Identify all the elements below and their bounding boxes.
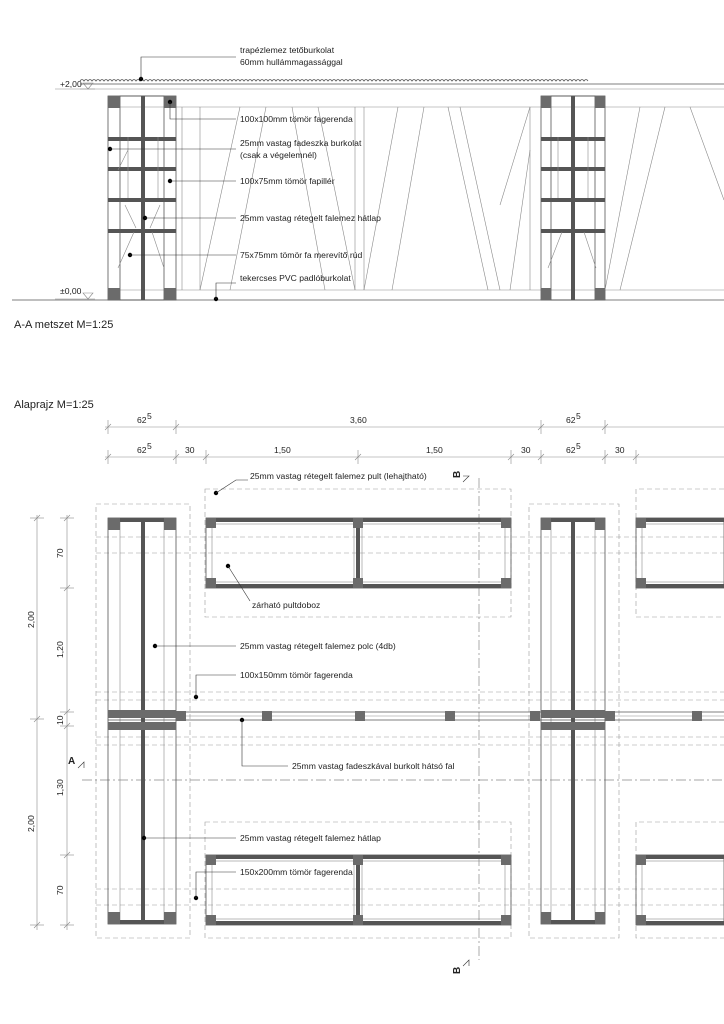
section-annotations: trapézlemez tetőburkolat 60mm hullámmaga… bbox=[107, 45, 381, 302]
dim-left-inner-d: 1,30 bbox=[55, 779, 65, 796]
dim-left-outer-b: 2,00 bbox=[26, 815, 36, 832]
dim-second-2: 30 bbox=[185, 445, 195, 455]
label-counter: 25mm vastag rétegelt falemez pult (lehaj… bbox=[250, 471, 427, 481]
label-back-panel: 25mm vastag rétegelt falemez hátlap bbox=[240, 213, 381, 223]
label-shelf: 25mm vastag rétegelt falemez polc (4db) bbox=[240, 641, 396, 651]
plan-annotations: 25mm vastag rétegelt falemez pult (lehaj… bbox=[141, 471, 454, 901]
plan-left-module bbox=[107, 517, 177, 925]
roof-corrugated-sheet bbox=[79, 79, 589, 82]
dim-top-3-sup: 5 bbox=[576, 411, 581, 421]
dim-second-3: 1,50 bbox=[274, 445, 291, 455]
section-view: +2,00 ±0,00 bbox=[12, 45, 724, 331]
label-beam-plan: 100x150mm tömör fagerenda bbox=[240, 670, 353, 680]
dim-left-inner-a: 70 bbox=[55, 548, 65, 558]
plan-counter-bottom bbox=[205, 854, 512, 926]
section-title: A-A metszet M=1:25 bbox=[14, 319, 113, 331]
plan-right-module bbox=[540, 517, 606, 925]
plan-counter-top-right bbox=[635, 517, 724, 589]
plan-counter-bottom-right bbox=[635, 854, 724, 926]
label-lockbox: zárható pultdoboz bbox=[252, 600, 320, 610]
outline-right-partial bbox=[635, 488, 724, 939]
dim-left-outer-a: 2,00 bbox=[26, 611, 36, 628]
label-roof-line1: trapézlemez tetőburkolat bbox=[240, 45, 335, 55]
dim-top-1: 62 bbox=[137, 415, 147, 425]
dim-second-4: 1,50 bbox=[426, 445, 443, 455]
section-mark-a: A bbox=[68, 756, 75, 767]
dimension-row-second: 62 5 30 1,50 1,50 30 62 5 30 bbox=[104, 441, 724, 464]
plan-view: Alaprajz M=1:25 62 5 3,60 62 5 bbox=[14, 399, 724, 974]
dim-second-1: 62 bbox=[137, 445, 147, 455]
section-truss bbox=[181, 106, 724, 291]
dim-second-6-sup: 5 bbox=[576, 441, 581, 451]
dim-left-inner-b: 1,20 bbox=[55, 641, 65, 658]
dimension-row-top: 62 5 3,60 62 5 bbox=[104, 411, 724, 434]
label-column: 100x75mm tömör fapillér bbox=[240, 176, 335, 186]
plan-counter-top bbox=[205, 517, 512, 589]
dim-second-1-sup: 5 bbox=[147, 441, 152, 451]
section-marker-b-bottom: B bbox=[452, 959, 470, 974]
section-mark-b-bottom: B bbox=[452, 967, 463, 974]
dim-second-6: 62 bbox=[566, 445, 576, 455]
dim-top-1-sup: 5 bbox=[147, 411, 152, 421]
label-brace: 75x75mm tömör fa merevítő rúd bbox=[240, 250, 362, 260]
dim-left-inner-c: 10 bbox=[55, 715, 65, 725]
section-marker-b-top: B bbox=[452, 471, 470, 483]
section-right-module bbox=[540, 95, 606, 301]
dim-top-2: 3,60 bbox=[350, 415, 367, 425]
section-marker-a: A bbox=[68, 756, 85, 769]
outline-right-module bbox=[528, 503, 620, 939]
plan-back-wall bbox=[108, 710, 724, 730]
label-board-line2: (csak a végelemnél) bbox=[240, 150, 317, 160]
section-left-module bbox=[107, 95, 177, 301]
level-bottom-label: ±0,00 bbox=[60, 286, 82, 296]
dimension-left: 2,00 2,00 70 1,20 10 1,30 70 bbox=[26, 514, 74, 930]
section-mark-b-top: B bbox=[452, 471, 463, 478]
label-floor: tekercses PVC padlóburkolat bbox=[240, 273, 351, 283]
dim-second-7: 30 bbox=[615, 445, 625, 455]
level-top-label: +2,00 bbox=[60, 79, 82, 89]
label-beam-top: 100x100mm tömör fagerenda bbox=[240, 114, 353, 124]
dim-second-5: 30 bbox=[521, 445, 531, 455]
dim-left-inner-e: 70 bbox=[55, 885, 65, 895]
label-board-line1: 25mm vastag fadeszka burkolat bbox=[240, 138, 362, 148]
label-back-wall: 25mm vastag fadeszkával burkolt hátsó fa… bbox=[292, 761, 454, 771]
plan-title: Alaprajz M=1:25 bbox=[14, 399, 94, 411]
label-back-panel-plan: 25mm vastag rétegelt falemez hátlap bbox=[240, 833, 381, 843]
label-roof-line2: 60mm hullámmagassággal bbox=[240, 57, 343, 67]
label-beam-large: 150x200mm tömör fagerenda bbox=[240, 867, 353, 877]
dim-top-3: 62 bbox=[566, 415, 576, 425]
